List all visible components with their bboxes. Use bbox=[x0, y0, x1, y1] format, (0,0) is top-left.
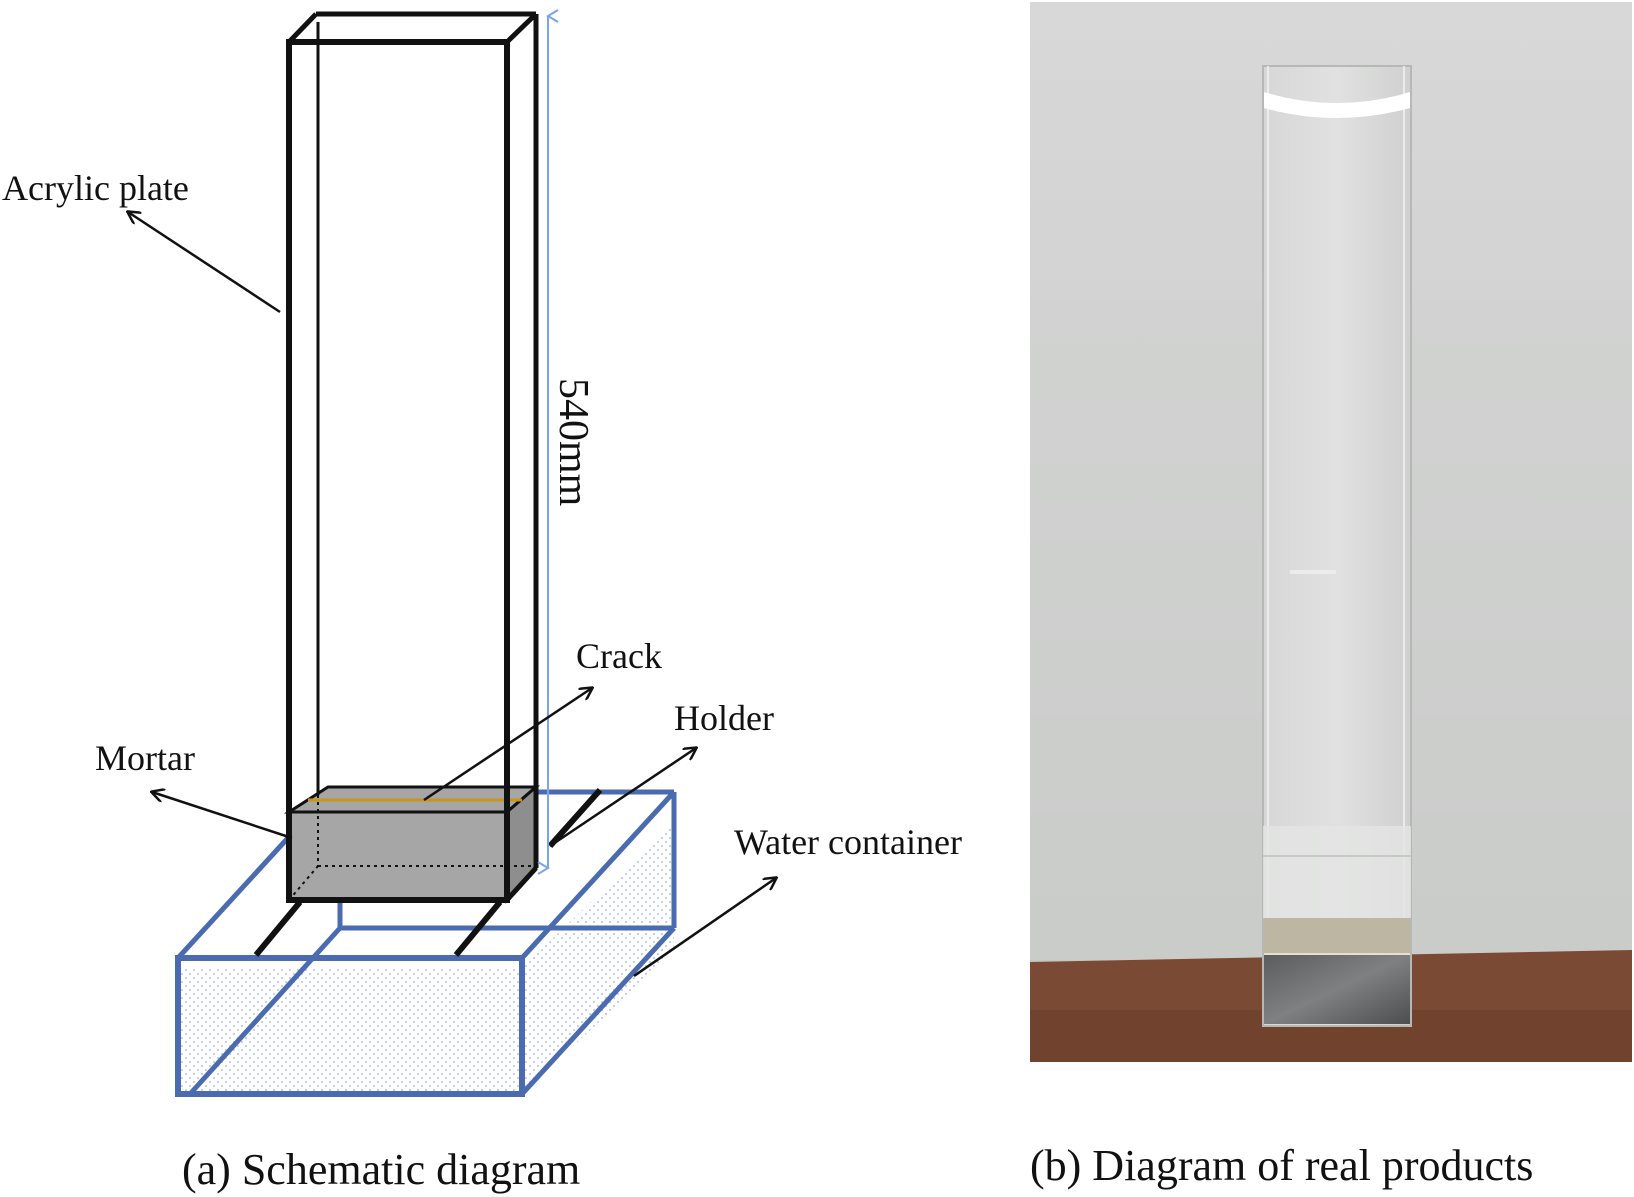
leader-arrows bbox=[128, 212, 776, 978]
holder-rod-left bbox=[253, 900, 303, 957]
container-front-face bbox=[175, 955, 525, 1097]
acrylic-top-left-edge bbox=[287, 12, 318, 44]
arrow-acrylic-plate bbox=[128, 212, 281, 314]
photo-mortar-body bbox=[1264, 954, 1410, 1024]
schematic-diagram: 540mm Acrylic plate Crack Holder Mortar … bbox=[2, 9, 962, 1194]
label-acrylic-plate: Acrylic plate bbox=[2, 168, 189, 208]
label-holder: Holder bbox=[674, 698, 774, 738]
mortar-front-face bbox=[287, 810, 509, 902]
water-container-side-fill bbox=[522, 822, 674, 1094]
holder-rod-right bbox=[453, 900, 503, 957]
acrylic-top-right-edge bbox=[505, 12, 538, 44]
label-water-container: Water container bbox=[734, 822, 962, 862]
photo-mortar-top bbox=[1264, 918, 1410, 954]
product-photo: (b) Diagram of real products bbox=[1030, 2, 1632, 1190]
dimension-label: 540mm bbox=[550, 378, 596, 507]
photo-tube-lower-band bbox=[1263, 826, 1411, 918]
arrow-water-container bbox=[633, 878, 776, 978]
label-crack: Crack bbox=[576, 636, 662, 676]
photo-tube-top-highlight bbox=[1264, 92, 1410, 118]
arrow-crack bbox=[423, 688, 592, 802]
arrow-mortar bbox=[152, 792, 293, 840]
arrow-holder bbox=[549, 748, 696, 848]
water-container-fill bbox=[178, 968, 522, 1094]
acrylic-front-face bbox=[286, 39, 510, 903]
caption-schematic: (a) Schematic diagram bbox=[182, 1145, 580, 1194]
water-container bbox=[175, 789, 677, 1097]
label-mortar: Mortar bbox=[95, 738, 195, 778]
acrylic-plate bbox=[286, 11, 539, 903]
mortar-hidden-edge-d bbox=[288, 865, 319, 901]
container-right-bottom bbox=[520, 926, 676, 1096]
mortar-block bbox=[283, 783, 541, 904]
acrylic-bottom-right-edge bbox=[505, 866, 538, 902]
dimension-540mm: 540mm bbox=[537, 9, 596, 875]
container-rim-right bbox=[520, 790, 676, 960]
caption-photo: (b) Diagram of real products bbox=[1030, 1141, 1533, 1190]
